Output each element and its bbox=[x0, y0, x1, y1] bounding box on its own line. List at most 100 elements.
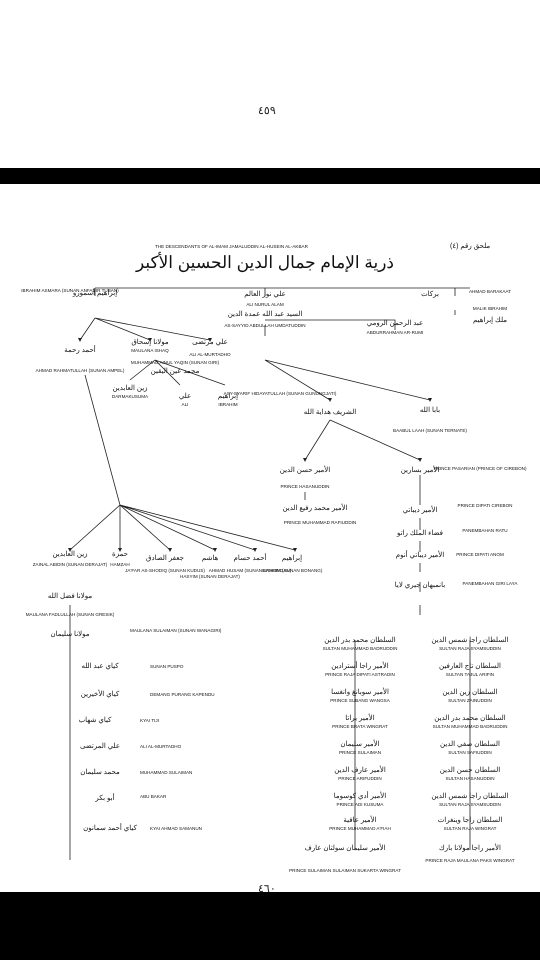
node-barakat-en: AHMAD BARAKAAT bbox=[469, 289, 511, 294]
node-dipati-cirebon-ar: الأمير ديباتي bbox=[403, 504, 438, 514]
node-ali-k-ar: علي bbox=[179, 392, 191, 400]
node-maulana-ishaq-en: MAULANA ISHAQ bbox=[131, 348, 169, 353]
title-english: THE DESCENDANTS OF AL-IMAM JAMALUDDIN AL… bbox=[155, 244, 309, 249]
node-girilaya-ar: بانمبهان جيري لايا bbox=[395, 581, 445, 589]
node-brata-en: PRINCE BRATA WINGRAT bbox=[332, 724, 388, 729]
node-malik-ar: ملك إبراهيم bbox=[473, 316, 507, 324]
node-arifuddin-en: PRINCE ARIFUDDIN bbox=[338, 776, 381, 781]
node-maulana-ishaq-ar: مولانا إسحاق bbox=[131, 338, 169, 346]
node-tajul-ar: السلطان تاج العارفين bbox=[439, 662, 501, 670]
node-ibrahim2-en: IBRAHIM (SUNAN BONANG) bbox=[262, 568, 323, 573]
node-darmakusuma-en: DARMAKUSUMA bbox=[112, 394, 149, 399]
node-sulaiman3-en: PRINCE SULAIMAN bbox=[339, 750, 381, 755]
node-ahmad-husam-en: AHMAD HUSAM (SUNAN LAMONGAN) bbox=[209, 568, 292, 573]
node-ali-murtada-ar: علي مرتضى bbox=[192, 338, 228, 346]
appendix-label: ملحق رقم (٤) bbox=[450, 242, 490, 250]
node-last-right-ar: الأمير راجا مولانا بارك bbox=[439, 842, 501, 852]
node-pasarean-ar: الأمير بسارين bbox=[401, 464, 440, 474]
node-zainuddin-en: SULTAN ZAINUDDIN bbox=[448, 698, 492, 703]
node-astradin-en: PRINCE RAJA DIPATI ASTRADIN bbox=[325, 672, 395, 677]
node-dipati-anom-en: PRINCE DIPATI ANOM bbox=[456, 552, 504, 557]
node-wingrat-en: SULTAN RAJA WINGRAT bbox=[444, 826, 497, 831]
node-brata-ar: الأمير براتا bbox=[345, 712, 374, 722]
node-kyai2-en: DEMANG PURANG KAPENDU bbox=[150, 692, 215, 697]
node-ibrahim-k-ar: إبراهيم bbox=[218, 392, 238, 400]
node-zainal-abidin-en: ZAINAL ABIDIN (SUNAN DERAJAT) bbox=[33, 562, 108, 567]
page-number-bottom: ٤٦٠ bbox=[258, 882, 276, 895]
connector-lines bbox=[69, 287, 471, 860]
node-girilaya-en: PANEMBAHAN GIRI LAYA bbox=[463, 581, 519, 586]
node-ahmad-rahmat-en: AHMAD RAHMATULLAH (SUNAN AMPEL) bbox=[36, 368, 125, 373]
previous-page: ٤٥٩ bbox=[0, 0, 540, 168]
node-last-left-ar: الأمير سليمان سولتان عارف bbox=[304, 842, 385, 852]
node-safiuddin-en: SULTAN SAFIUDDIN bbox=[448, 750, 491, 755]
node-ali-nur-ar: علي نور العالم bbox=[244, 290, 286, 298]
node-ratu-ar: فضاء الملك راتو bbox=[396, 529, 443, 537]
node-ja-far-en: JA'FAR AS-SHODIQ (SUNAN KUDUS) bbox=[125, 568, 205, 573]
node-badruddin2-ar: السلطان محمد بدر الدين bbox=[434, 714, 506, 722]
node-badruddin-ar: السلطان محمد بدر الدين bbox=[324, 636, 396, 644]
node-ibrahim-k-en: IBRAHIM bbox=[218, 402, 237, 407]
node-syamsuddin-ar: السلطان راجا شمس الدين bbox=[431, 636, 508, 644]
node-sharif-ar: الشريف هداية الله bbox=[304, 408, 356, 416]
node-ibrahim2-ar: إبراهيم bbox=[282, 554, 302, 562]
node-arifuddin-ar: الأمير عارف الدين bbox=[334, 764, 386, 774]
node-rajasyam-en: SULTAN RAJA SYAMSUDDIN bbox=[439, 802, 501, 807]
node-ali-murtadhu2-ar: علي المرتضى bbox=[80, 742, 120, 750]
node-ali-murtadhu2-en: ALI AL-MURTADHO bbox=[140, 744, 182, 749]
arrowheads bbox=[68, 338, 432, 552]
node-wangsa-en: PRINCE SUBANG WANGSA bbox=[330, 698, 390, 703]
node-darmakusuma-ar: زين العابدين bbox=[112, 384, 147, 392]
node-babullah-en: BAABUL LAAH (SUNAN TERNATE) bbox=[393, 428, 467, 433]
node-ratu-en: PANEMBAHAN RATU bbox=[462, 528, 507, 533]
node-sulaiman-ar: مولانا سليمان bbox=[51, 630, 90, 638]
node-sulaiman2-en: MUHAMMAD SULAIMAN bbox=[140, 770, 192, 775]
node-fadlullah-en: MAULANA FADLULLAH (SUNAN GRESIK) bbox=[26, 612, 115, 617]
node-syamsuddin-en: SULTAN RAJA SYAMSUDDIN bbox=[439, 646, 501, 651]
node-ainul-yaqin-en: MUHAMMAD AINUL YAQIN (SUNAN GIRI) bbox=[131, 360, 220, 365]
node-kyai1-ar: كياي عبد الله bbox=[81, 662, 119, 670]
appendix-page: ٤٦٠ bbox=[0, 184, 540, 895]
node-kyai-ahmad-en: KYAI AHMAD SAMANUN bbox=[150, 826, 202, 831]
node-hamzah-ar: حمزة bbox=[112, 551, 128, 558]
node-zainuddin-ar: السلطان زين الدين bbox=[442, 688, 497, 696]
node-abdurrahman-ar: عبد الرحمن الرومي bbox=[367, 319, 423, 327]
node-hamzah-en: HAMZAH bbox=[110, 562, 129, 567]
node-sulaiman3-ar: الأمير سليمان bbox=[340, 738, 379, 748]
node-afiah-ar: الأمير عافية bbox=[343, 814, 376, 824]
node-hasyim-ar: هاشم bbox=[202, 554, 219, 562]
node-safiuddin-ar: السلطان صفي الدين bbox=[440, 740, 500, 748]
node-wingrat-ar: السلطان راجا وينغرات bbox=[438, 816, 503, 824]
node-adikusuma-ar: الأمير أدي كوسوما bbox=[334, 790, 386, 800]
node-afiah-en: PRINCE MUHAMMAD A'FIAH bbox=[329, 826, 391, 831]
node-astradin-ar: الأمير راجا أسترادين bbox=[331, 660, 389, 670]
node-hasanuddin2-en: SULTAN HASANUDDIN bbox=[445, 776, 494, 781]
node-last-left-en: PRINCE SULAIMAN SULAIMAN SUKARTA WINGRAT bbox=[289, 868, 401, 873]
node-abdullah-ar: السيد عبد الله عمدة الدين bbox=[228, 310, 303, 318]
node-kyai1-en: SUNAN PUSPO bbox=[150, 664, 184, 669]
node-dipati-cirebon-en: PRINCE DIPATI CIREBON bbox=[458, 503, 513, 508]
node-tajul-en: SULTAN TAJUL ARIFIN bbox=[446, 672, 494, 677]
node-kyai3-ar: كياي شهاب bbox=[79, 716, 112, 724]
node-badruddin-en: SULTAN MUHAMMAD BADRUDDIN bbox=[323, 646, 398, 651]
node-babullah-ar: بابا الله bbox=[420, 406, 440, 414]
node-ainul-yaqin-ar: محمد عين اليقين bbox=[151, 367, 200, 375]
node-wangsa-ar: الأمير سوبانغ وانغسا bbox=[331, 686, 389, 696]
node-hasanuddin2-ar: السلطان حسن الدين bbox=[440, 766, 501, 774]
node-ja-far-ar: جعفر الصادق bbox=[146, 554, 184, 562]
node-sulaiman2-ar: محمد سليمان bbox=[80, 768, 120, 776]
node-malik-en: MALIK IBRAHIM bbox=[473, 306, 507, 311]
node-hasanuddin-ar: الأمير حسن الدين bbox=[280, 464, 331, 474]
title-arabic: ذرية الإمام جمال الدين الحسين الأكبر bbox=[135, 252, 394, 273]
node-ali-k-en: ALI bbox=[182, 402, 189, 407]
node-abubakar-ar: أبو بكر bbox=[94, 792, 114, 802]
node-abdullah-en: AS-SAYYID ABDULLAH UMDATUDDIN bbox=[224, 323, 305, 328]
node-ali-nur-en: ALI NURUL ALAM bbox=[246, 302, 284, 307]
node-rafiuddin-ar: الأمير محمد رفيع الدين bbox=[282, 502, 347, 512]
node-zainal-abidin-ar: زين العابدين bbox=[52, 550, 87, 558]
node-fadlullah-ar: مولانا فضل الله bbox=[48, 592, 92, 600]
node-abubakar-en: ABU BAKAR bbox=[140, 794, 167, 799]
node-ibrahim-en: IBRAHIM ASMARA (SUNAN ANFADIR TUBAN) bbox=[21, 288, 119, 293]
